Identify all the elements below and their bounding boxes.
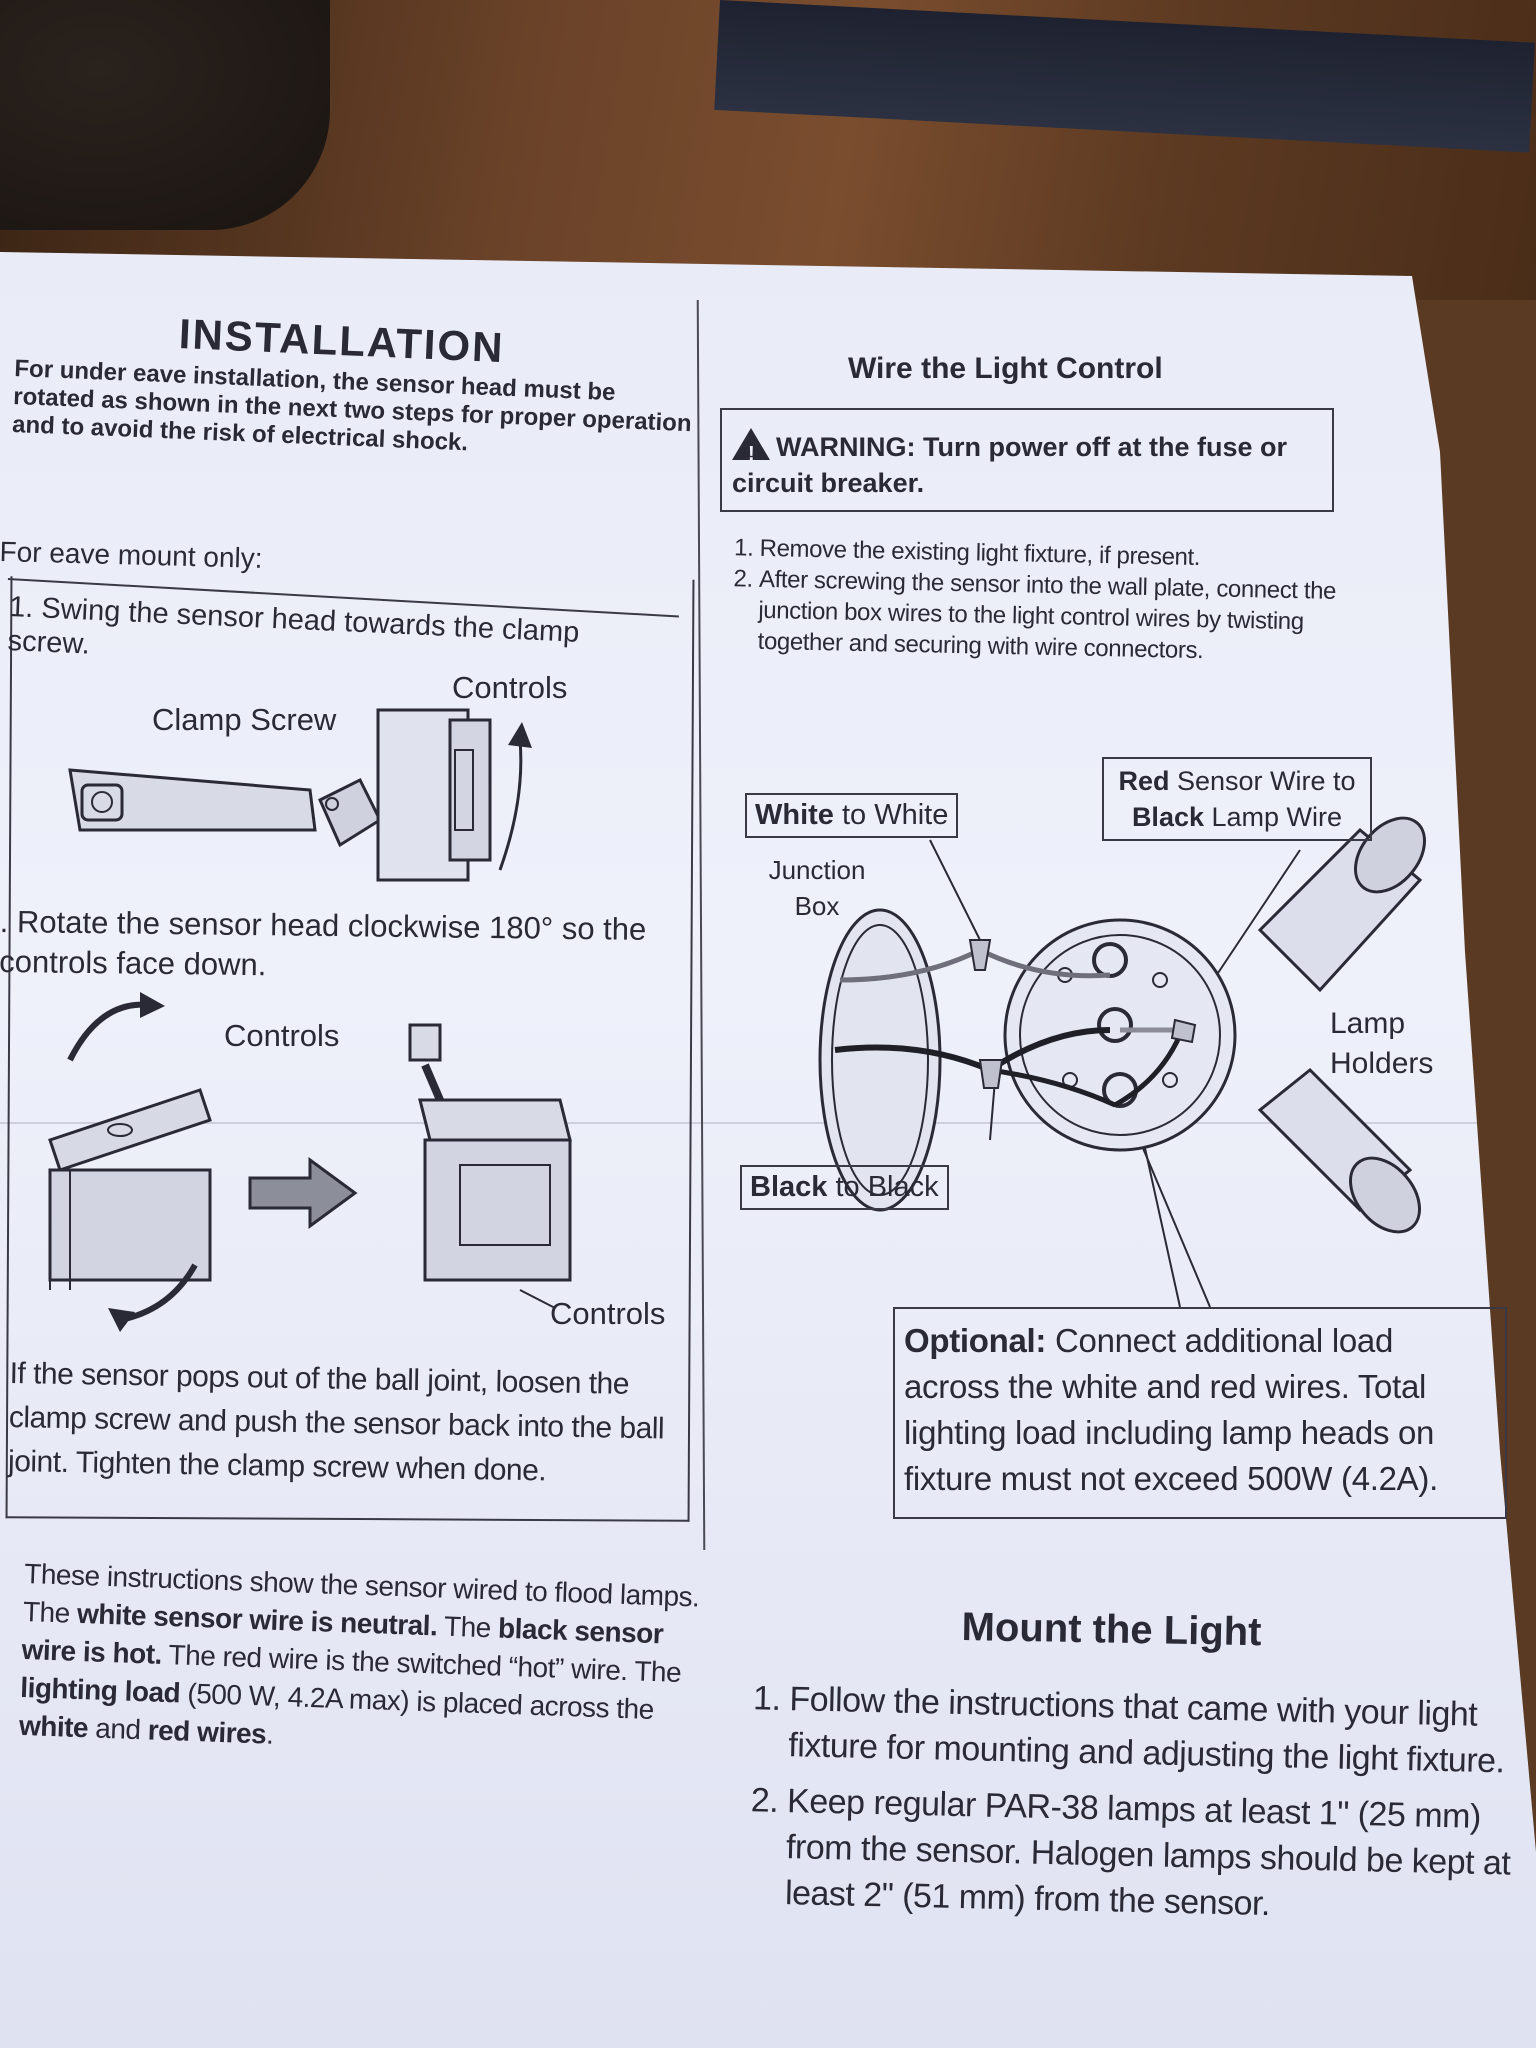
warning-box [720, 408, 1334, 512]
fig1-clamp-screw-label: Clamp Screw [152, 702, 337, 737]
mount-steps: Follow the instructions that came with y… [734, 1675, 1529, 1943]
sensor-rotate-illustration [48, 992, 572, 1332]
eave-mount-label: For eave mount only: [0, 536, 263, 574]
wire-step-2: After screwing the sensor into the wall … [757, 564, 1359, 670]
step-2-text: . Rotate the sensor head clockwise 180° … [0, 903, 647, 983]
black-to-black-label: Black to Black [740, 1165, 949, 1210]
wiring-note: These instructions show the sensor wired… [18, 1557, 700, 1750]
optional-load-box [893, 1307, 1507, 1519]
mount-step-1: Follow the instructions that came with y… [788, 1676, 1530, 1785]
junction-box-label: Junction Box [768, 855, 866, 921]
ball-joint-note: If the sensor pops out of the ball joint… [7, 1356, 665, 1488]
warning-text: !WARNING: Turn power off at the fuse or … [732, 428, 1332, 501]
mount-step-2: Keep regular PAR-38 lamps at least 1" (2… [785, 1778, 1528, 1933]
lamp-holders-label: Lamp Holders [1330, 1007, 1434, 1080]
instruction-sheet [0, 252, 1536, 2048]
sensor-head-swing-illustration [68, 708, 532, 882]
wiring-diagram [818, 816, 1426, 1308]
white-to-white-label: White to White [745, 793, 959, 838]
fig2-controls-bottom-label: Controls [550, 1296, 666, 1331]
optional-load-text: Optional: Connect additional load across… [904, 1322, 1438, 1497]
mount-heading: Mount the Light [961, 1605, 1262, 1655]
red-to-black-label: Red Sensor Wire to Black Lamp Wire [1102, 757, 1372, 841]
fig1-controls-label: Controls [452, 670, 568, 705]
dark-object [0, 0, 330, 230]
fig2-controls-top-label: Controls [224, 1018, 340, 1053]
warning-icon: ! [732, 428, 770, 465]
wire-heading: Wire the Light Control [848, 352, 1163, 385]
wire-steps: Remove the existing light fixture, if pr… [717, 532, 1359, 669]
